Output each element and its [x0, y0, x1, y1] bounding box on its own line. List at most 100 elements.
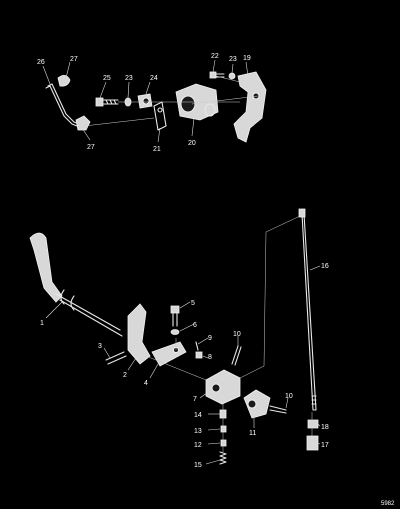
upper-leaders	[42, 59, 249, 143]
callout-27-top: 27	[70, 56, 78, 63]
upper-assembly	[45, 71, 267, 143]
part-1-lever-shaft	[55, 293, 123, 337]
part-21-link	[153, 101, 167, 131]
leader-8	[202, 355, 209, 359]
leader-22	[212, 59, 216, 73]
callout-23-left: 23	[125, 75, 133, 82]
part-1-lever-grip	[29, 232, 63, 303]
callout-24: 24	[150, 75, 158, 82]
callout-14: 14	[194, 412, 202, 419]
part-25-bolt-head	[95, 97, 104, 107]
callout-11: 11	[249, 430, 256, 437]
part-10-screw-upper	[231, 345, 242, 366]
callout-19: 19	[243, 55, 251, 62]
leader-20	[191, 117, 195, 137]
part-20-actuator-bore	[180, 95, 196, 113]
part-27-clip-top	[57, 75, 71, 87]
leader-23	[127, 81, 130, 99]
leader-27-top	[65, 61, 71, 79]
lower-connection-line	[145, 215, 313, 452]
callout-6: 6	[193, 322, 197, 329]
callout-20: 20	[188, 140, 196, 147]
leader-2	[127, 357, 137, 371]
part-9-pin	[195, 341, 199, 351]
part-5-screw-head	[170, 305, 180, 314]
leader-12	[207, 442, 221, 445]
part-8-nut	[195, 351, 203, 359]
callout-3: 3	[98, 343, 102, 350]
leader-25	[99, 81, 107, 99]
part-11-coupler	[243, 389, 271, 419]
callout-15: 15	[194, 462, 202, 469]
part-25-bolt-shank	[102, 99, 119, 105]
leader-18	[317, 423, 321, 427]
callout-26: 26	[37, 59, 45, 66]
part-7-block-bore	[211, 383, 221, 393]
part-18-nut	[307, 419, 319, 429]
part-7-block	[205, 369, 241, 405]
leader-9	[197, 337, 209, 345]
part-19-bracket	[233, 71, 267, 143]
leader-21	[157, 127, 161, 143]
part-3-bolt	[105, 351, 127, 365]
part-21-link-hole	[157, 107, 163, 113]
figure-code: 5982	[381, 501, 395, 507]
part-16-rod	[301, 213, 317, 411]
part-23-washer-right	[228, 72, 236, 80]
callout-2: 2	[123, 372, 127, 379]
part-13-ball	[220, 425, 227, 433]
leader-7	[199, 391, 209, 399]
part-17-sleeve	[306, 435, 319, 451]
callout-1: 1	[40, 320, 44, 327]
callout-labels: 26 27 27 25 23 24 21 20 22 23 19 16 1 5 …	[37, 53, 395, 507]
leader-26	[42, 65, 51, 85]
callout-17: 17	[321, 442, 329, 449]
part-20-actuator-boss	[204, 103, 216, 117]
part-5-screw-shank	[172, 312, 178, 327]
leader-24	[145, 81, 151, 95]
lower-assembly	[29, 208, 319, 465]
callout-25: 25	[103, 75, 111, 82]
part-22-screw-head	[209, 71, 217, 79]
part-15-spring	[219, 451, 227, 465]
leader-10-lower	[285, 397, 289, 409]
callout-8: 8	[208, 354, 212, 361]
leader-4	[149, 363, 159, 379]
leader-6	[179, 323, 195, 332]
callout-10-upper: 10	[233, 331, 241, 338]
leader-3	[103, 347, 111, 359]
callout-4: 4	[144, 380, 148, 387]
leader-1	[45, 301, 63, 319]
part-10-screw-lower	[269, 405, 287, 414]
callout-27-bottom: 27	[87, 144, 95, 151]
callout-16: 16	[321, 263, 329, 270]
callout-5: 5	[191, 300, 195, 307]
part-26-rod-edge	[45, 85, 83, 129]
part-27-clip-bottom	[75, 115, 91, 131]
leader-17	[317, 442, 321, 445]
part-6-washer	[170, 329, 180, 335]
part-4-link	[151, 341, 187, 367]
part-16-rod-thread	[311, 395, 317, 405]
leader-16	[309, 265, 321, 271]
upper-centerline	[83, 75, 259, 127]
leader-15	[205, 459, 221, 465]
lower-leaders	[45, 265, 321, 465]
part-12-pin	[220, 439, 227, 447]
part-1-lever-collar	[60, 289, 75, 311]
part-11-coupler-bore	[247, 399, 257, 409]
callout-12: 12	[194, 442, 202, 449]
leader-13	[207, 428, 221, 431]
callout-23-right: 23	[229, 56, 237, 63]
part-2-bracket	[127, 303, 151, 365]
callout-13: 13	[194, 428, 202, 435]
callout-18: 18	[321, 424, 329, 431]
callout-9: 9	[208, 335, 212, 342]
leader-23-right	[231, 63, 234, 74]
leader-5	[179, 301, 191, 309]
leader-27-bottom	[81, 127, 91, 141]
callout-22: 22	[211, 53, 219, 60]
callout-7: 7	[193, 396, 197, 403]
part-24-spacer-bore	[142, 97, 150, 105]
